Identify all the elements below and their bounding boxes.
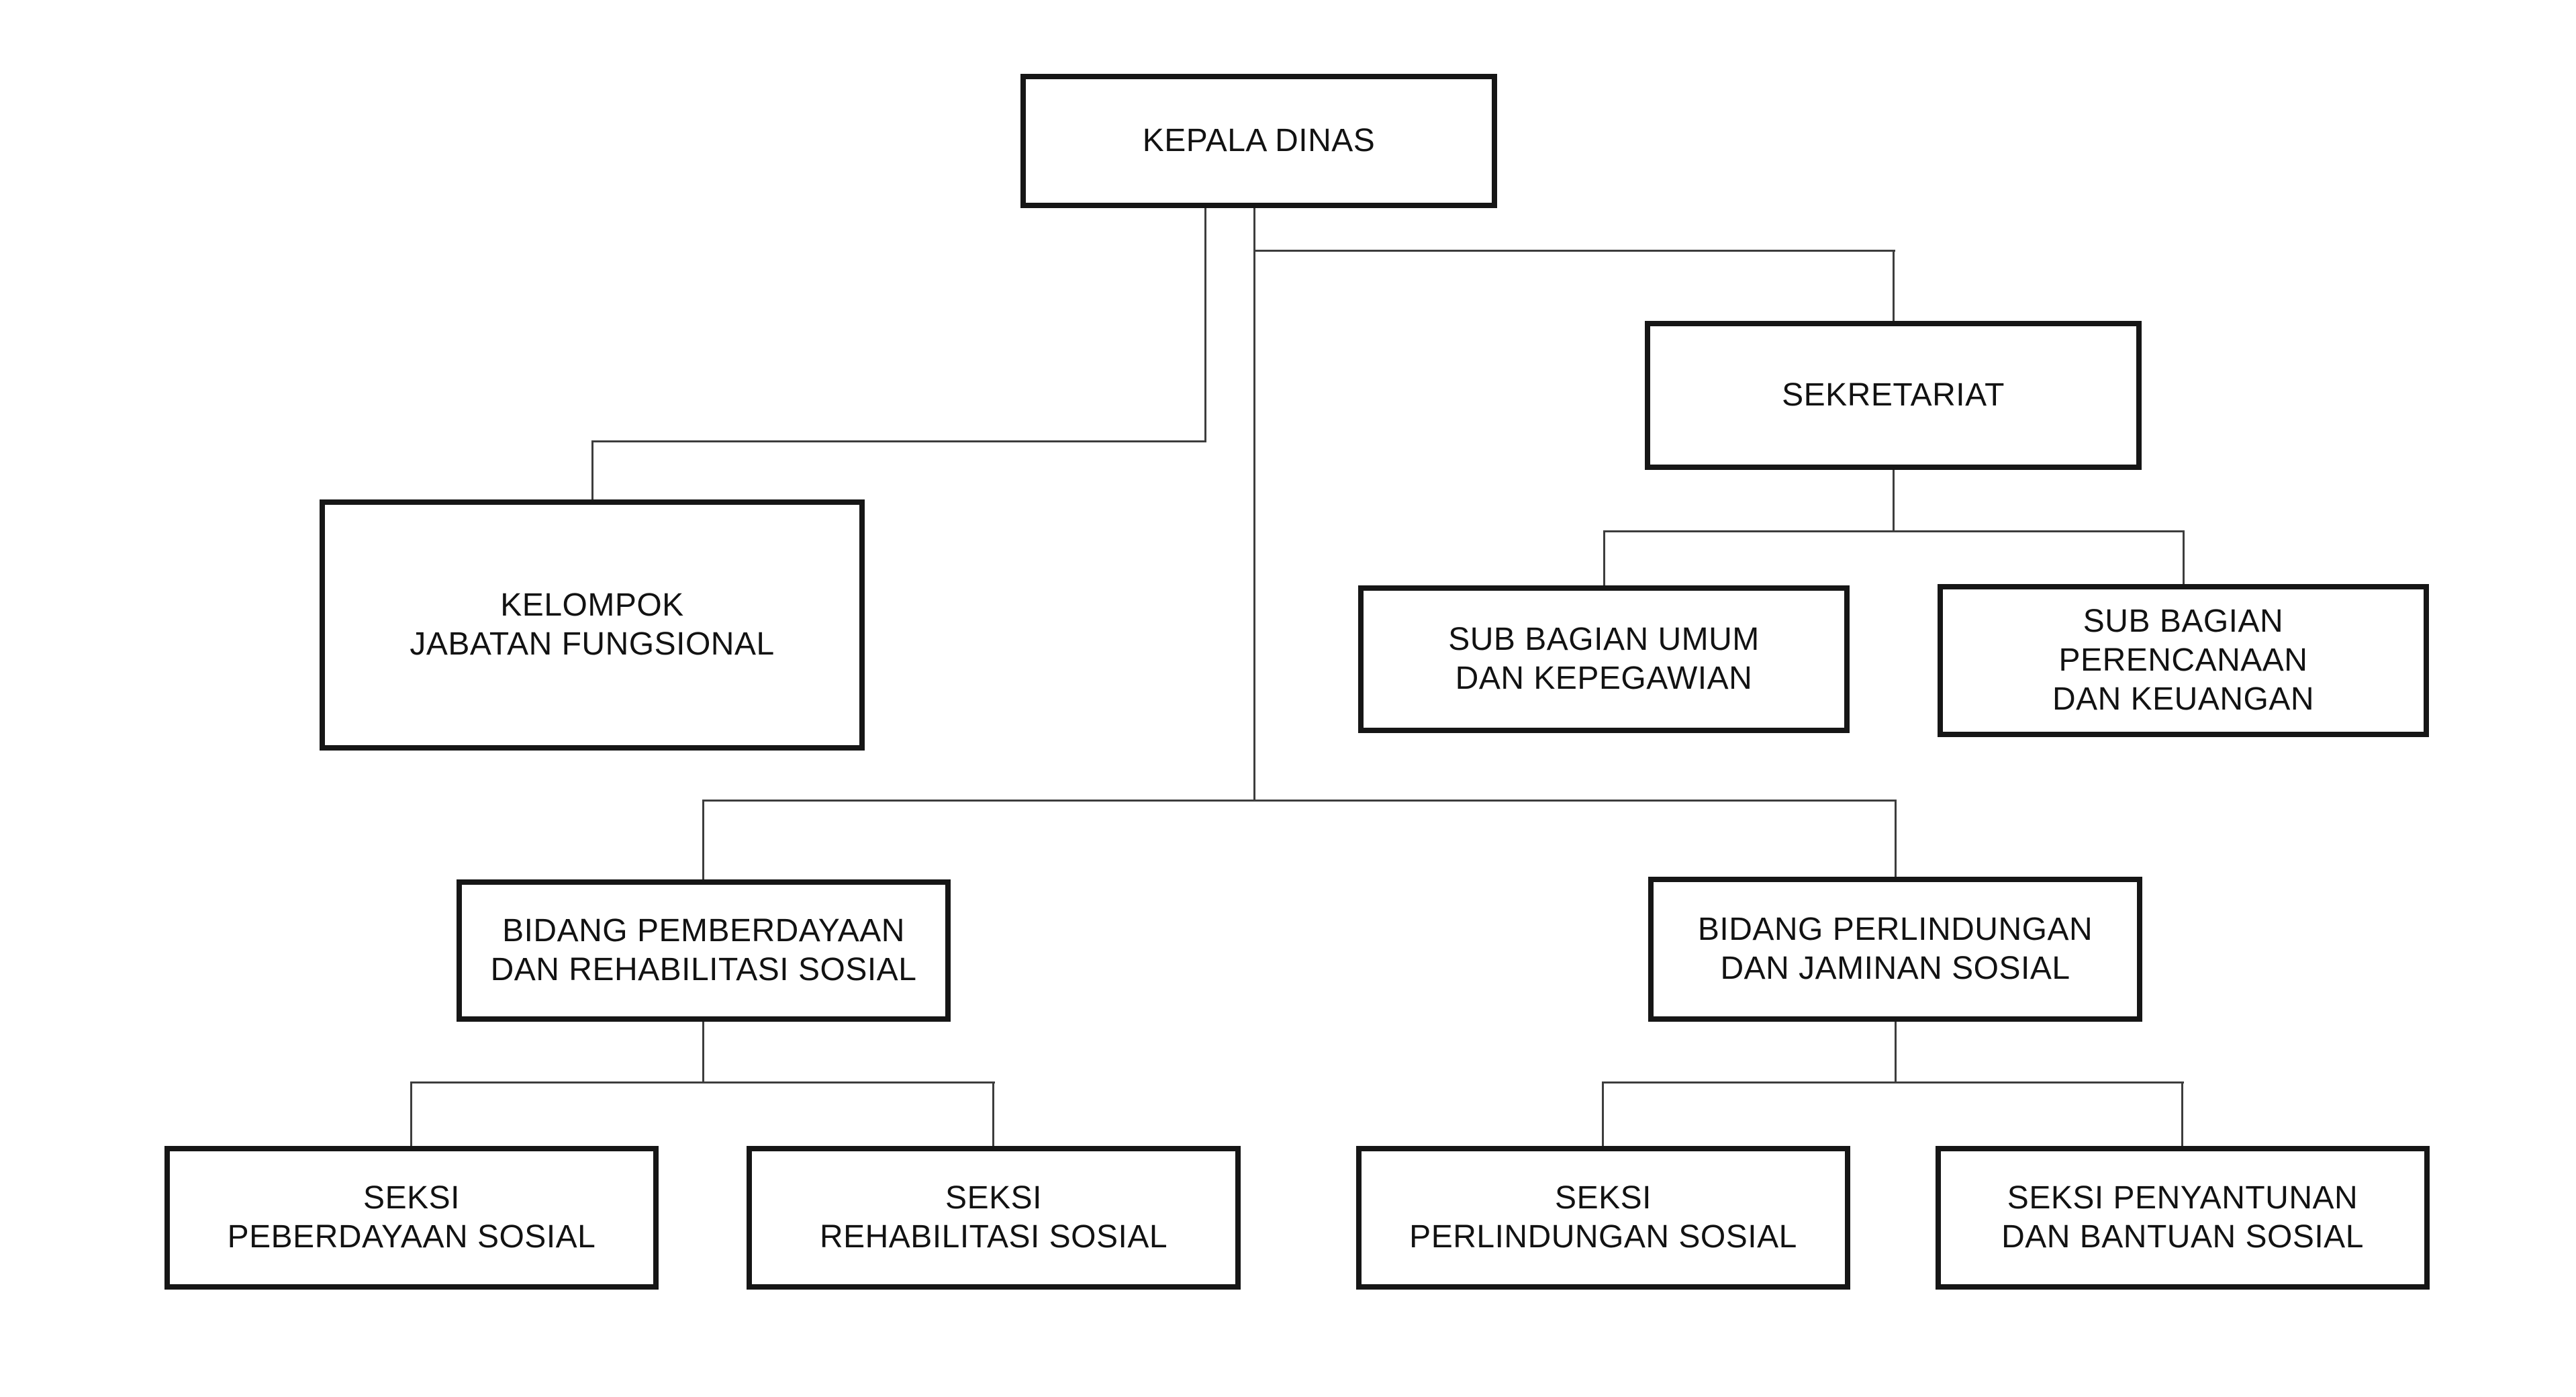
edge-kepala-to-kelompok-v <box>1204 208 1206 442</box>
edge-kepala-to-kelompok-drop <box>591 440 593 499</box>
node-kepala-dinas: KEPALA DINAS <box>1020 74 1497 208</box>
edge-sekretariat-split-v <box>1893 470 1895 532</box>
edge-bidang-pemberdayaan-split-h <box>410 1081 995 1083</box>
node-sekretariat: SEKRETARIAT <box>1645 321 2142 470</box>
node-label-line: SEKSI PENYANTUNAN <box>2007 1180 2358 1216</box>
edge-bidang-perlindungan-split-h <box>1602 1081 2184 1083</box>
edge-kepala-to-sekretariat-h <box>1253 250 1895 252</box>
node-label-line: DAN JAMINAN SOSIAL <box>1720 951 2070 986</box>
node-label-line: SEKSI <box>945 1180 1042 1216</box>
node-label-line: PERENCANAAN <box>2058 642 2308 678</box>
node-seksi-penyantunan: SEKSI PENYANTUNAN DAN BANTUAN SOSIAL <box>1936 1146 2430 1290</box>
edge-bidang-row-h <box>702 800 1897 802</box>
node-sub-bagian-perencanaan: SUB BAGIAN PERENCANAAN DAN KEUANGAN <box>1938 584 2429 737</box>
edge-bidang-perlindungan-split-v <box>1895 1020 1897 1083</box>
node-label-line: SEKSI <box>363 1180 460 1216</box>
edge-to-seksi-rehabilitasi-drop <box>992 1081 994 1146</box>
node-label-line: SEKSI <box>1555 1180 1652 1216</box>
node-label-line: DAN REHABILITASI SOSIAL <box>490 952 917 987</box>
node-label-line: SUB BAGIAN <box>2083 604 2284 639</box>
edge-sekretariat-to-sub-umum-drop <box>1603 530 1605 585</box>
node-bidang-perlindungan: BIDANG PERLINDUNGAN DAN JAMINAN SOSIAL <box>1648 877 2142 1022</box>
node-bidang-pemberdayaan: BIDANG PEMBERDAYAAN DAN REHABILITASI SOS… <box>457 879 951 1022</box>
node-label-line: BIDANG PERLINDUNGAN <box>1697 912 2093 947</box>
edge-kepala-spine-v <box>1253 208 1255 802</box>
node-label-line: KEPALA DINAS <box>1142 123 1376 158</box>
node-label-line: SUB BAGIAN UMUM <box>1448 622 1760 657</box>
node-label-line: KELOMPOK <box>500 587 684 623</box>
node-label-line: PERLINDUNGAN SOSIAL <box>1409 1219 1797 1255</box>
node-sub-bagian-umum: SUB BAGIAN UMUM DAN KEPEGAWIAN <box>1358 585 1850 733</box>
edge-to-bidang-pemberdayaan-drop <box>702 800 704 879</box>
edge-bidang-pemberdayaan-split-v <box>702 1020 704 1083</box>
node-seksi-rehabilitasi-sosial: SEKSI REHABILITASI SOSIAL <box>747 1146 1241 1290</box>
edge-kepala-to-sekretariat-drop <box>1893 250 1895 321</box>
node-label-line: DAN BANTUAN SOSIAL <box>2001 1219 2364 1255</box>
edge-sekretariat-to-sub-perencanaan-drop <box>2183 530 2185 584</box>
node-label-line: JABATAN FUNGSIONAL <box>410 626 775 662</box>
node-label-line: DAN KEUANGAN <box>2052 681 2315 717</box>
node-label-line: REHABILITASI SOSIAL <box>819 1219 1168 1255</box>
node-seksi-peberdayaan-sosial: SEKSI PEBERDAYAAN SOSIAL <box>164 1146 659 1290</box>
node-label-line: PEBERDAYAAN SOSIAL <box>227 1219 596 1255</box>
node-label-line: DAN KEPEGAWIAN <box>1455 661 1753 696</box>
node-seksi-perlindungan-sosial: SEKSI PERLINDUNGAN SOSIAL <box>1356 1146 1850 1290</box>
node-label-line: BIDANG PEMBERDAYAAN <box>502 913 905 949</box>
edge-to-bidang-perlindungan-drop <box>1895 800 1897 877</box>
edge-sekretariat-split-h <box>1603 530 2185 532</box>
node-label-line: SEKRETARIAT <box>1782 377 2005 413</box>
edge-to-seksi-perlindungan-drop <box>1602 1081 1604 1146</box>
node-kelompok-jabatan-fungsional: KELOMPOK JABATAN FUNGSIONAL <box>320 499 865 751</box>
edge-kepala-to-kelompok-h <box>591 440 1206 442</box>
edge-to-seksi-peberdayaan-drop <box>410 1081 412 1146</box>
edge-to-seksi-penyantunan-drop <box>2181 1081 2183 1146</box>
